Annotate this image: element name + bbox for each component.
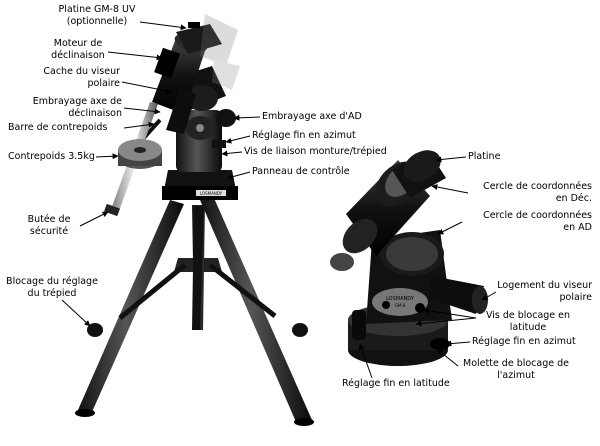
label-butee-securite: Butée de sécurité: [22, 214, 76, 238]
label-platine-gm8: Platine GM-8 UV (optionnelle): [52, 4, 142, 28]
label-cercle-declinaison-line1: Cercle de coordonnées: [483, 181, 592, 192]
label-butee-securite-line2: sécurité: [29, 226, 69, 237]
label-cache-viseur-line1: Cache du viseur: [43, 66, 120, 77]
label-contrepoids: Contrepoids 3.5kg: [8, 151, 95, 162]
label-cercle-ad-line1: Cercle de coordonnées: [483, 210, 592, 221]
label-moteur-declinaison-line1: Moteur de: [53, 38, 103, 49]
head-closeup: LOSMANDY GM-8: [330, 150, 488, 366]
label-embrayage-ad: Embrayage axe d'AD: [262, 111, 362, 122]
head-brand: LOSMANDY: [386, 296, 415, 302]
label-platine-gm8-line2: (optionnelle): [66, 16, 128, 27]
label-logement-viseur-line1: Logement du viseur: [497, 280, 592, 291]
label-molette-azimut-line1: Molette de blocage de: [463, 358, 569, 369]
label-cercle-ad-line2: en AD: [563, 222, 592, 233]
head-model: GM-8: [395, 303, 406, 308]
label-moteur-declinaison: Moteur de déclinaison: [44, 38, 112, 62]
label-embrayage-declinaison-line1: Embrayage axe de: [32, 96, 122, 107]
label-embrayage-declinaison-line2: déclinaison: [68, 108, 122, 119]
tripod: [75, 198, 314, 426]
counterweight-assembly: [104, 102, 162, 217]
mount-head: [140, 14, 240, 172]
label-logement-viseur-line2: polaire: [559, 292, 593, 303]
label-blocage-trepied: Blocage du réglage du trépied: [2, 276, 102, 300]
tripod-head: LOSMANDY: [162, 170, 238, 200]
label-cache-viseur-line2: polaire: [87, 78, 121, 89]
label-barre-contrepoids: Barre de contrepoids: [8, 122, 108, 133]
label-vis-liaison: Vis de liaison monture/trépied: [244, 146, 387, 157]
label-butee-securite-line1: Butée de: [27, 214, 71, 225]
label-vis-blocage-latitude: Vis de blocage en latitude: [478, 310, 578, 334]
label-vis-blocage-latitude-line2: latitude: [509, 322, 547, 333]
label-cercle-declinaison: Cercle de coordonnées en Déc.: [470, 181, 592, 205]
label-cache-viseur: Cache du viseur polaire: [30, 66, 120, 90]
label-molette-azimut: Molette de blocage de l'azimut: [460, 358, 572, 382]
label-platine: Platine: [468, 151, 501, 162]
leader-lines: [61, 21, 497, 379]
label-blocage-trepied-line2: du trépied: [27, 288, 77, 299]
label-blocage-trepied-line1: Blocage du réglage: [6, 276, 98, 287]
label-reglage-latitude: Réglage fin en latitude: [342, 378, 450, 389]
label-reglage-azimut: Réglage fin en azimut: [252, 130, 356, 141]
label-molette-azimut-line2: l'azimut: [497, 370, 535, 381]
label-vis-blocage-latitude-line1: Vis de blocage en: [485, 310, 571, 321]
label-cercle-ad: Cercle de coordonnées en AD: [464, 210, 592, 234]
label-logement-viseur: Logement du viseur polaire: [494, 280, 592, 304]
label-reglage-azimut-closeup: Réglage fin en azimut: [472, 336, 576, 347]
label-panneau-controle: Panneau de contrôle: [252, 166, 350, 177]
label-moteur-declinaison-line2: déclinaison: [51, 50, 105, 61]
control-panel-brand: LOSMANDY: [200, 191, 223, 196]
label-embrayage-declinaison: Embrayage axe de déclinaison: [8, 96, 122, 120]
label-cercle-declinaison-line2: en Déc.: [555, 193, 592, 204]
label-platine-gm8-line1: Platine GM-8 UV: [58, 4, 136, 15]
